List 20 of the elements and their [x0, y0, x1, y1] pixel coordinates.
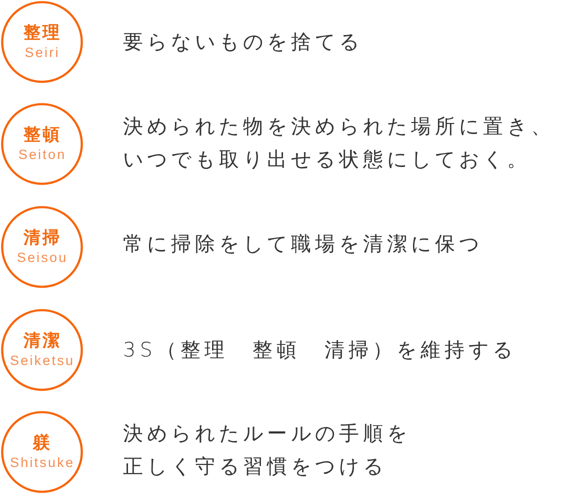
term-title: 清掃: [22, 228, 62, 248]
circle-badge: [0, 309, 82, 391]
romaji-reading: Seiton: [17, 147, 66, 163]
circle-badge: [0, 1, 82, 83]
circle-badge: [0, 103, 82, 185]
romaji-reading: Seiketsu: [9, 353, 75, 369]
description-text: 3S（整理 整頓 清掃）を維持する: [123, 336, 518, 364]
romaji-reading: Shitsuke: [9, 455, 75, 471]
romaji-reading: Seisou: [16, 250, 68, 266]
description-text: 決められた物を決められた場所に置き、いつでも取り出せる状態にしておく。: [123, 113, 556, 173]
term-title: 清潔: [22, 331, 62, 351]
description-text: 常に掃除をして職場を清潔に保つ: [123, 230, 484, 258]
circle-badge: [0, 411, 82, 493]
description-text: 要らないものを捨てる: [123, 28, 364, 56]
romaji-reading: Seiri: [24, 45, 60, 61]
term-title: 躾: [32, 433, 52, 453]
term-title: 整頓: [22, 125, 62, 145]
circle-badge: [0, 206, 82, 288]
term-title: 整理: [22, 23, 62, 43]
description-text: 決められたルールの手順を正しく守る習慣をつける: [123, 420, 412, 480]
